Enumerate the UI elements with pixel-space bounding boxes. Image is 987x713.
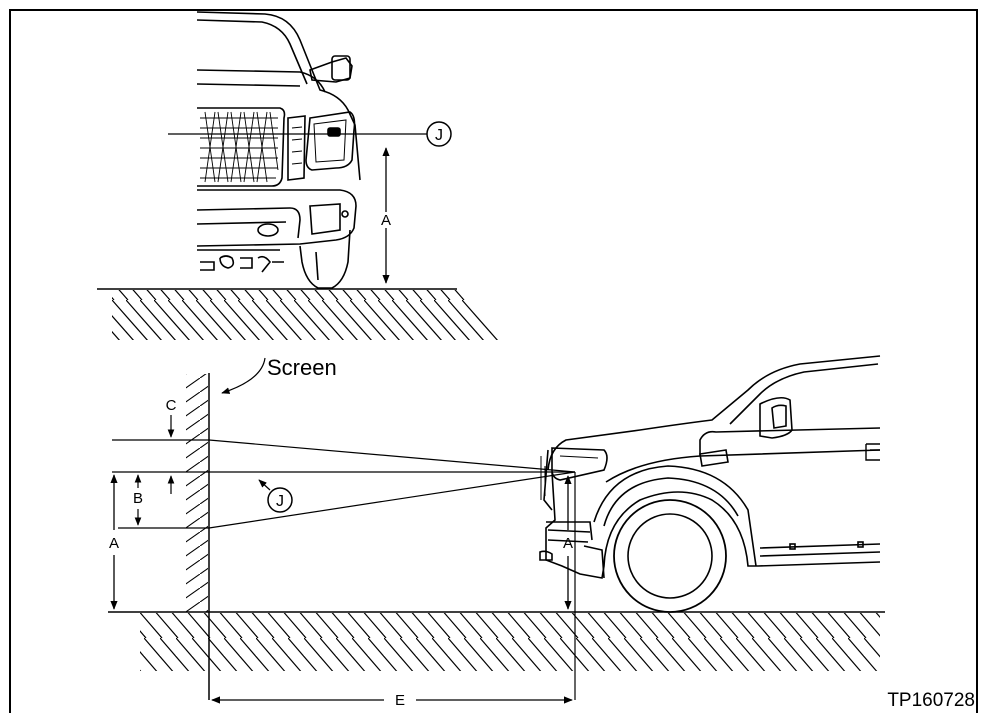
screen-leader (221, 357, 266, 394)
beam-lower (208, 471, 576, 529)
label-a-right: A (563, 535, 573, 552)
truck-front-illustration (196, 11, 361, 289)
label-c: C (166, 397, 177, 414)
front-view: J A (97, 11, 510, 345)
label-j-side: J (276, 493, 284, 510)
label-a-front: A (381, 212, 391, 229)
label-e: E (395, 692, 405, 709)
label-j-circle-front (426, 121, 452, 147)
figure-id: TP160728 (887, 690, 975, 711)
front-wheel-inner (627, 513, 713, 599)
label-j-circle-side (267, 487, 293, 513)
ground-hatch-side (140, 613, 880, 671)
screen-wall-hatch (186, 374, 208, 612)
truck-side-illustration (539, 355, 881, 579)
label-b: B (133, 490, 143, 507)
diagram-frame (9, 9, 978, 713)
beam-upper (208, 439, 576, 473)
label-a-left: A (109, 535, 119, 552)
ground-hatch-front (112, 290, 502, 340)
side-view: Screen C B A J (108, 355, 940, 709)
label-j-front: J (435, 127, 443, 144)
screen-label: Screen (267, 355, 337, 380)
